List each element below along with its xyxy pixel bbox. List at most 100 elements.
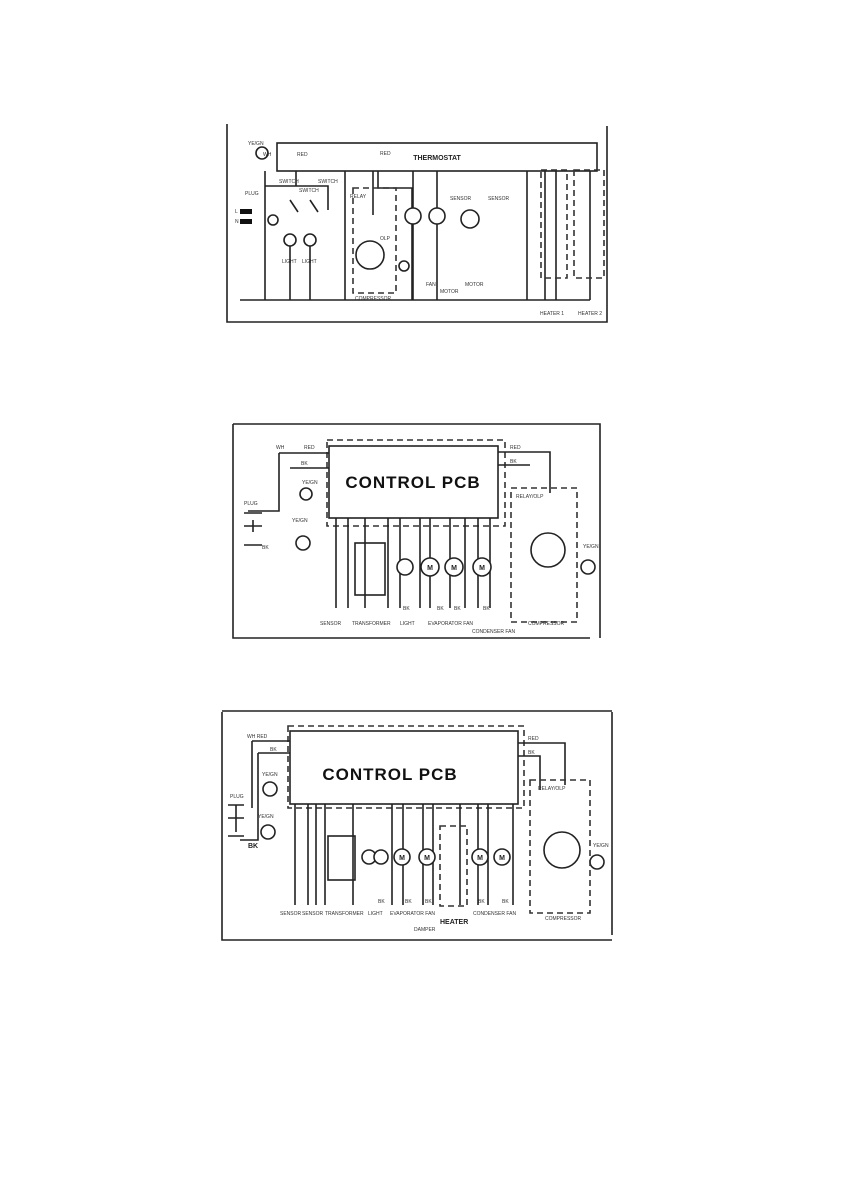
component-label: HEATER	[440, 919, 468, 926]
wire-label: WH	[263, 152, 272, 158]
motor-icon	[420, 557, 440, 577]
component-label: COMPRESSOR	[545, 916, 582, 922]
sensor-label: SENSOR	[488, 196, 510, 202]
heater-2-group	[573, 169, 605, 279]
wire-label: BK	[502, 899, 509, 905]
relay-label: RELAY	[350, 194, 367, 200]
ground-label: YE/GN	[593, 843, 609, 849]
component-label: EVAPORATOR FAN	[390, 911, 435, 917]
wire-label: BK	[405, 899, 412, 905]
switch-label: SWITCH	[279, 179, 299, 185]
light-icon	[283, 233, 297, 247]
motor-icon	[428, 207, 446, 225]
motor-icon	[493, 848, 511, 866]
plug-label: PLUG	[245, 191, 259, 197]
component-label: SENSOR	[280, 911, 302, 917]
compressor-group	[529, 779, 591, 914]
diagram-3-frame	[221, 710, 613, 941]
wire-label: RED	[304, 445, 315, 451]
wire-label: BK	[483, 606, 490, 612]
compressor-icon	[355, 240, 385, 270]
component-label: COMPRESSOR	[528, 621, 565, 627]
wire-label: BK	[301, 461, 308, 467]
ground-label: YE/GN	[302, 480, 318, 486]
wire-label: RED	[528, 736, 539, 742]
wire-label: WH	[276, 445, 285, 451]
wire-label: BK	[437, 606, 444, 612]
component-label: CONDENSER FAN	[473, 911, 516, 917]
component-label: TRANSFORMER	[325, 911, 364, 917]
ground-label: YE/GN	[262, 772, 278, 778]
compressor-icon	[543, 831, 581, 869]
motor-icon	[471, 848, 489, 866]
component-label: SENSOR	[302, 911, 324, 917]
pcb-dashed-group	[326, 439, 506, 527]
motor-glyph: M	[427, 565, 433, 572]
component-label: DAMPER	[414, 927, 436, 933]
ground-icon	[267, 214, 279, 226]
plug-icon	[228, 804, 244, 837]
light-icon	[303, 233, 317, 247]
ground-icon	[295, 535, 311, 551]
light-icon	[396, 558, 414, 576]
component-label: EVAPORATOR FAN	[428, 621, 473, 627]
wire-label: RED	[510, 445, 521, 451]
relay-label: RELAY/OLP	[538, 786, 566, 792]
ground-icon	[580, 559, 596, 575]
component-label: SENSOR	[320, 621, 342, 627]
wire-label: BK	[248, 843, 258, 850]
plug-pin-l: L	[235, 209, 238, 215]
wire-label: BK	[478, 899, 485, 905]
plug-icon	[240, 219, 252, 224]
plug-label: PLUG	[244, 501, 258, 507]
ground-label: YE/GN	[292, 518, 308, 524]
ground-icon	[255, 146, 269, 160]
motor-glyph: M	[399, 855, 405, 862]
olp-label: OLP	[380, 236, 391, 242]
plug-pin-n: N	[235, 219, 239, 225]
ground-label: YE/GN	[583, 544, 599, 550]
ground-icon	[260, 824, 276, 840]
motor-label: MOTOR	[440, 289, 459, 295]
ground-icon	[398, 260, 410, 272]
switch-label: SWITCH	[299, 188, 319, 194]
fan-label: FAN	[426, 282, 436, 288]
sensor-label: SENSOR	[450, 196, 472, 202]
heater-label: HEATER 2	[578, 311, 602, 317]
wire-label: BK	[425, 899, 432, 905]
switch-label: SWITCH	[318, 179, 338, 185]
diagram-2-frame	[232, 423, 601, 639]
wire-label: BK	[528, 750, 535, 756]
wire-label: BK	[378, 899, 385, 905]
motor-icon	[393, 848, 411, 866]
light-icon	[373, 849, 389, 865]
compressor-group	[352, 187, 397, 294]
relay-label: RELAY/OLP	[516, 494, 544, 500]
ground-icon	[262, 781, 278, 797]
compressor-label: COMPRESSOR	[355, 296, 392, 302]
plug-icon	[244, 512, 262, 546]
wire-label: BK	[454, 606, 461, 612]
wire-label: BK	[403, 606, 410, 612]
light-label: LIGHT	[282, 259, 297, 265]
motor-icon	[460, 209, 480, 229]
transformer-icon	[327, 835, 356, 881]
plug-label: PLUG	[230, 794, 244, 800]
motor-icon	[418, 848, 436, 866]
motor-glyph: M	[451, 565, 457, 572]
light-label: LIGHT	[302, 259, 317, 265]
motor-glyph: M	[424, 855, 430, 862]
wiring-diagram-2: CONTROL PCB WH RED BK RED BK BK PLUG YE/…	[232, 423, 601, 639]
motor-icon	[472, 557, 492, 577]
component-label: LIGHT	[368, 911, 383, 917]
ground-label: YE/GN	[248, 141, 264, 147]
wire-label: RED	[380, 151, 391, 157]
wire-label: BK	[262, 545, 269, 551]
wiring-diagram-1: THERMOSTAT YE/GN WH RED RED PLUG L N SWI…	[226, 124, 608, 323]
motor-glyph: M	[479, 565, 485, 572]
wire-label: BK	[510, 459, 517, 465]
control-pcb-label: CONTROL PCB	[345, 473, 480, 492]
control-pcb	[328, 445, 499, 519]
ground-label: YE/GN	[258, 814, 274, 820]
